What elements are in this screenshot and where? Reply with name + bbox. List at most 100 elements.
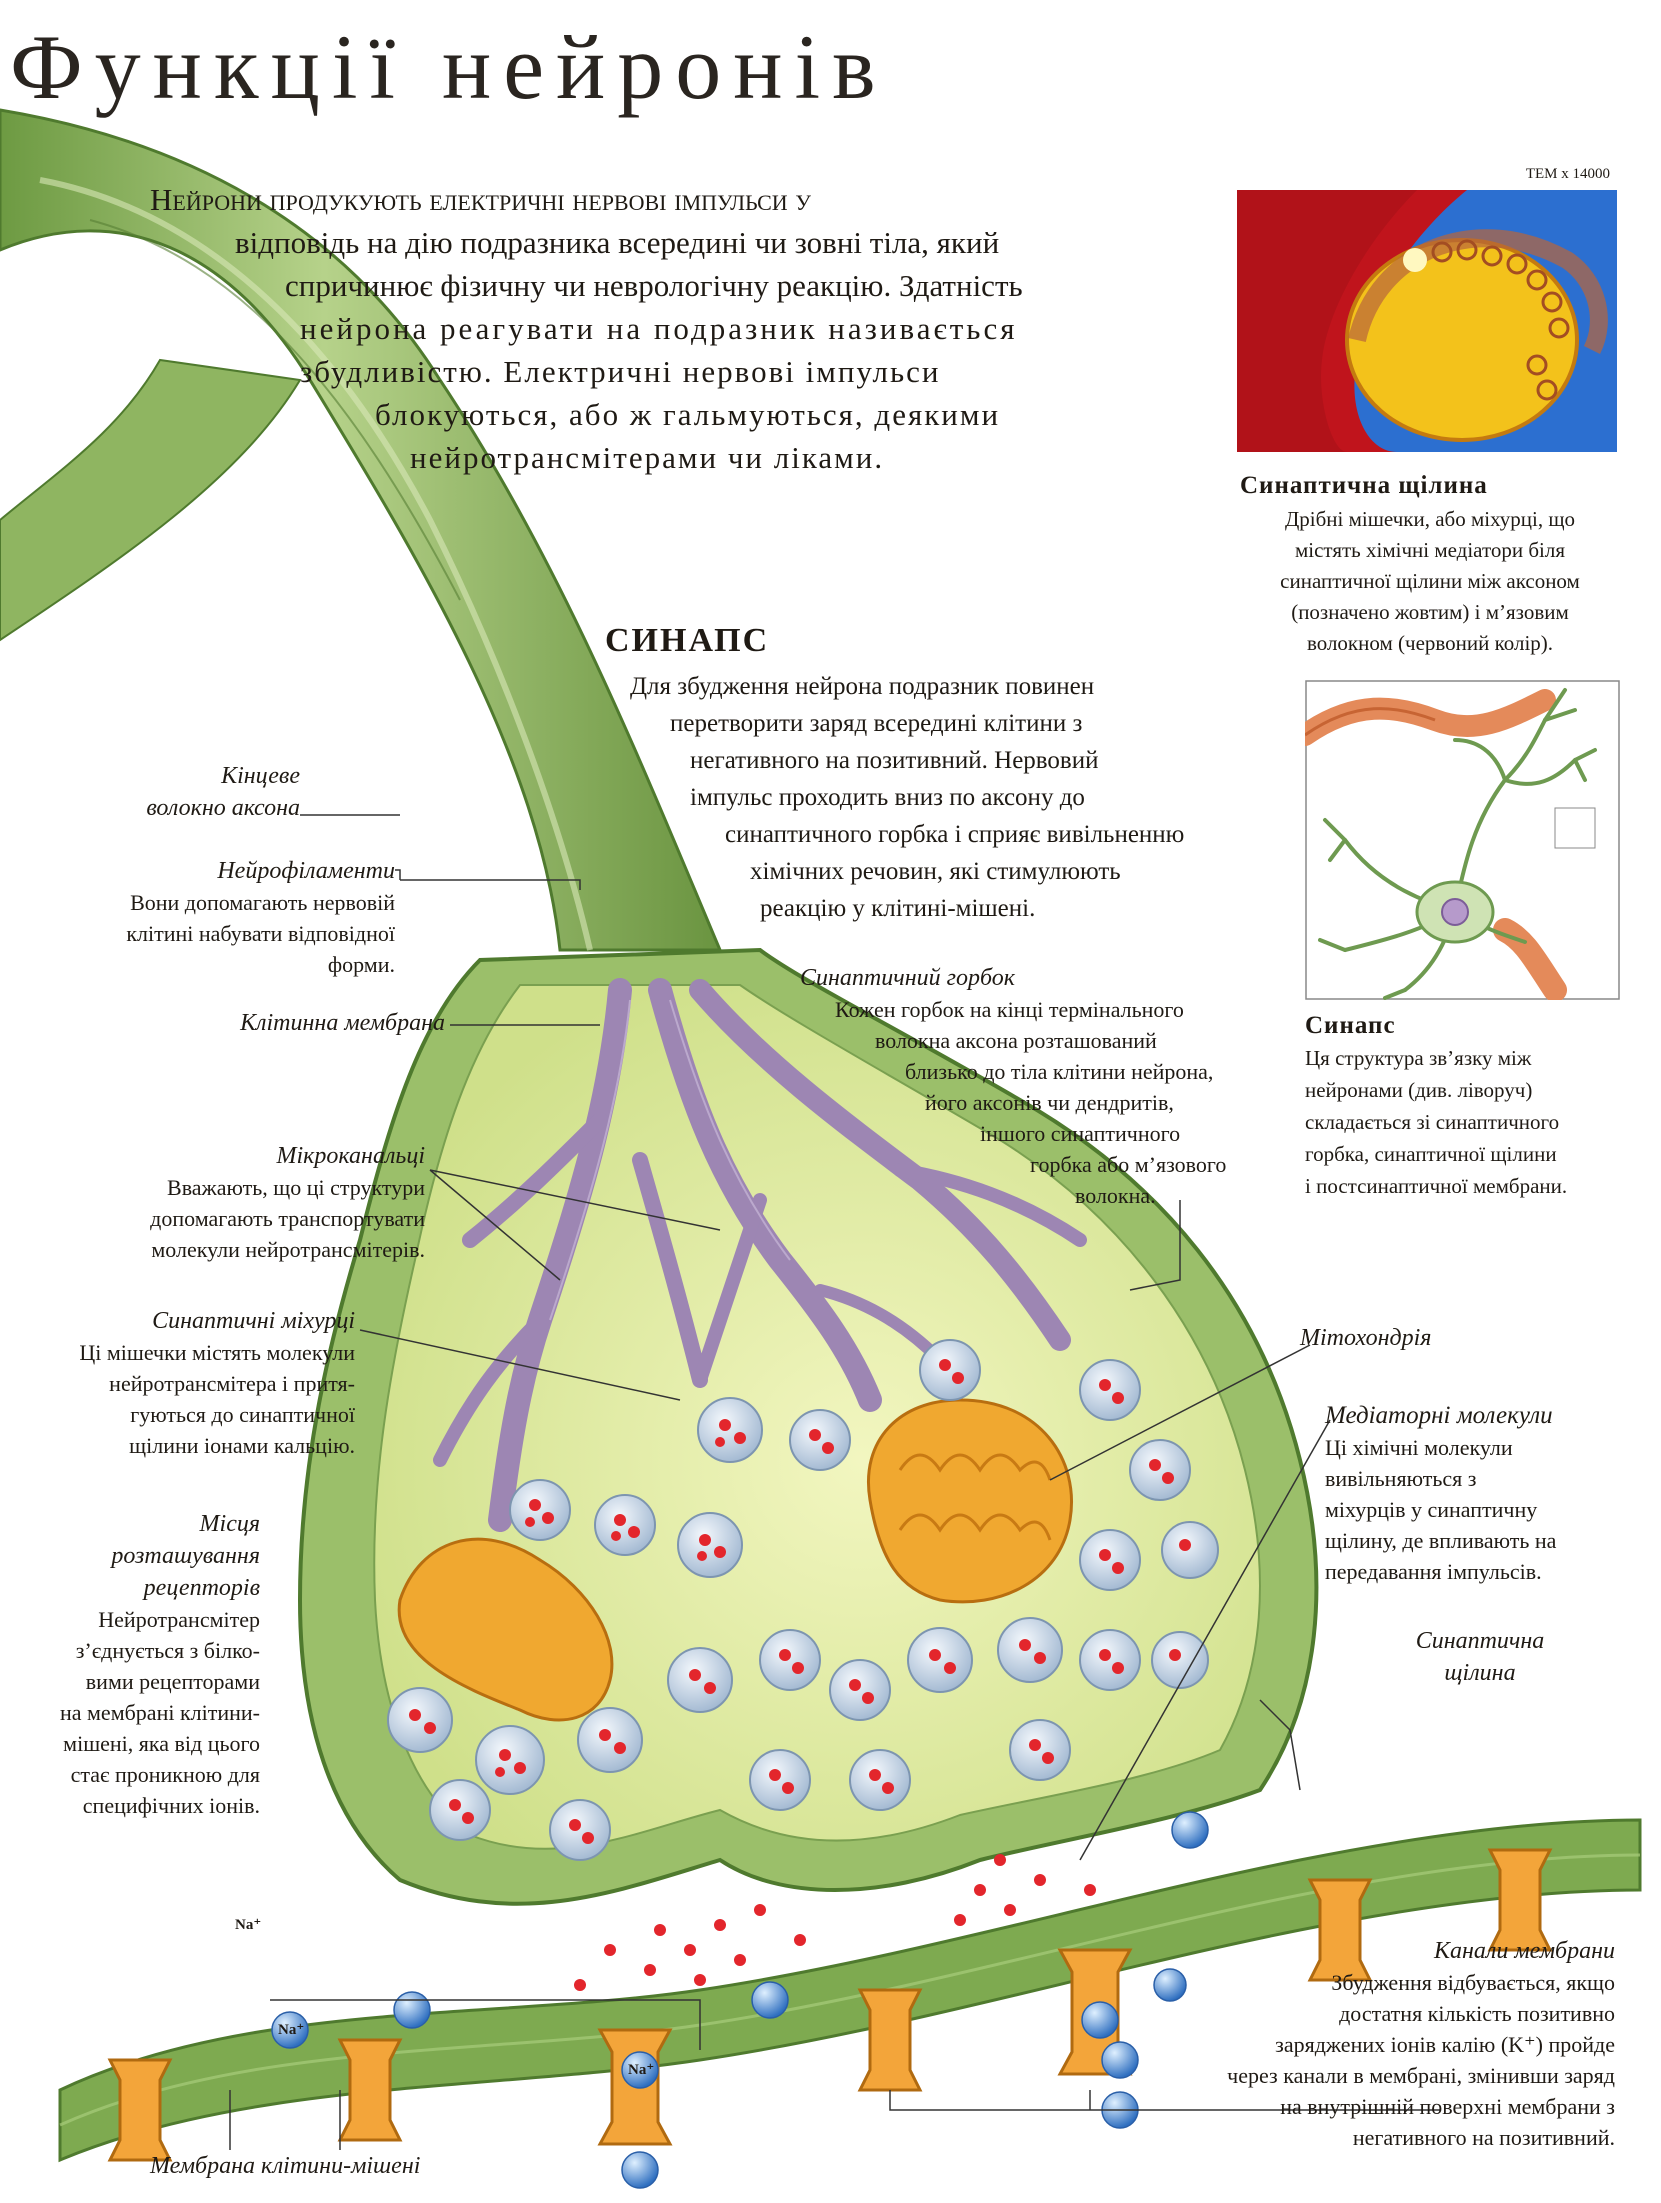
synapse-section-line: хімічних речовин, які стимулюють (750, 858, 1121, 885)
mediator-text: Ці хімічні молекули вивільняються з міху… (1325, 1432, 1635, 1587)
mediator-line: передавання імпульсів. (1325, 1559, 1542, 1584)
vesicles-title: Синаптичні міхурці (152, 1308, 355, 1334)
receptor-sites-line: вими рецепторами (85, 1669, 260, 1694)
cleft-caption-line: (позначено жовтим) і м’язовим (1291, 600, 1569, 624)
ion-label: Na⁺ (278, 2022, 305, 2038)
receptor-sites-text: Нейротрансмітер з’єднується з білко- вим… (30, 1604, 260, 1821)
bouton-line: волокна. (1075, 1183, 1156, 1208)
bouton-text: Кожен горбок на кінці термінального воло… (780, 994, 1260, 1211)
tem-magnification: ТЕМ х 14000 (1525, 166, 1610, 182)
mediator-line: щілину, де впливають на (1325, 1528, 1557, 1553)
synapse-section-text: Для збудження нейрона подразник повинен … (580, 668, 1280, 927)
synapse-caption-line: горбка, синаптичної щілини (1305, 1142, 1557, 1166)
microtubules-label: Мікроканальці Вважають, що ці структури … (60, 1140, 425, 1265)
synapse-caption-text: Ця структура зв’язку між нейронами (див.… (1305, 1042, 1625, 1202)
synapse-section-title: СИНАПС (605, 622, 770, 659)
intro-line: спричинює фізичну чи неврологічну реакці… (285, 268, 1023, 303)
neurofilaments-line: Вони допомагають нервовій (130, 890, 395, 915)
microtubules-title: Мікроканальці (276, 1143, 425, 1169)
synapse-section-line: імпульс проходить вниз по аксону до (690, 784, 1085, 811)
channels-title: Канали мембрани (1434, 1938, 1615, 1964)
bouton-title: Синаптичний горбок (800, 965, 1015, 991)
microtubules-text: Вважають, що ці структури допомагають тр… (60, 1172, 425, 1265)
mitochondrion-label: Мітохондрія (1300, 1325, 1432, 1351)
receptor-sites-label: Місця розташування рецепторів Нейротранс… (30, 1508, 260, 1821)
cell-membrane-label: Клітинна мембрана (240, 1010, 445, 1036)
terminal-fiber-label-line: волокно аксона (146, 795, 300, 821)
synaptic-vesicles-drawing (387, 1339, 1219, 1861)
ion-label: Na⁺ (628, 2062, 655, 2078)
cleft-caption-line: волокном (червоний колір). (1306, 631, 1554, 655)
bouton-line: його аксонів чи дендритів, (925, 1090, 1174, 1115)
neurofilaments-line: форми. (327, 952, 395, 977)
ions-drawing (271, 1811, 1209, 2189)
synapse-section-line: перетворити заряд всередині клітини з (670, 710, 1083, 737)
channels-text: Збудження відбувається, якщо достатня кі… (1150, 1967, 1615, 2153)
neuron-drawing (1305, 680, 1620, 1000)
receptor-sites-line: стає проникною для (70, 1762, 260, 1787)
synapse-caption-line: Ця структура зв’язку між (1305, 1046, 1532, 1070)
receptor-sites-line: Нейротрансмітер (98, 1607, 260, 1632)
bouton-label: Синаптичний горбок Кожен горбок на кінці… (780, 962, 1260, 1211)
mediator-line: вивільняються з (1325, 1466, 1477, 1491)
vesicles-text: Ці мішечки містять молекули нейротрансмі… (20, 1337, 355, 1461)
neurofilaments-line: клітині набувати відповідної (126, 921, 395, 946)
channels-label: Канали мембрани Збудження відбувається, … (1150, 1935, 1615, 2153)
neurofilaments-title: Нейрофіламенти (217, 858, 395, 884)
intro-line: відповідь на дію подразника всередині чи… (235, 225, 1000, 260)
terminal-fiber-label-line: Кінцеве (221, 763, 300, 789)
ion-label: Na⁺ (235, 1917, 262, 1933)
channels-line: Збудження відбувається, якщо (1331, 1970, 1615, 1995)
bouton-line: іншого синаптичного (980, 1121, 1181, 1146)
synapse-section-line: синаптичного горбка і сприяє вивільненню (725, 821, 1185, 848)
axon-shape (0, 108, 723, 952)
axon-branch (0, 358, 302, 642)
cleft-label: Синаптична щілина (1380, 1625, 1580, 1689)
synapse-caption-line: складається зі синаптичного (1305, 1110, 1560, 1134)
vesicles-line: Ці мішечки містять молекули (79, 1340, 355, 1365)
cleft-caption: Синаптична щілина Дрібні мішечки, або мі… (1240, 472, 1620, 659)
mediator-line: міхурців у синаптичну (1325, 1497, 1538, 1522)
vesicles-line: нейротрансмітера і притя- (109, 1371, 355, 1396)
receptor-sites-title-line: Місця (199, 1511, 260, 1537)
channels-line: через канали в мембрані, змінивши заряд (1227, 2063, 1615, 2088)
vesicles-line: гуються до синаптичної (130, 1402, 355, 1427)
tem-micrograph (1237, 190, 1617, 452)
mediator-line: Ці хімічні молекули (1325, 1435, 1513, 1460)
mitochondrion-drawing (397, 1398, 1073, 1722)
intro-line: блокуються, або ж гальмуються, деякими (375, 397, 1001, 432)
terminal-fiber-label: Кінцеве волокно аксона (60, 760, 300, 824)
channels-line: негативного на позитивний. (1352, 2125, 1615, 2150)
bouton-line: Кожен горбок на кінці термінального (835, 997, 1184, 1022)
cleft-caption-title: Синаптична щілина (1240, 472, 1488, 499)
cleft-label-line: Синаптична (1415, 1628, 1545, 1654)
microtubules-line: Вважають, що ці структури (167, 1175, 425, 1200)
intro-line: нейрона реагувати на подразник називаєть… (300, 311, 1018, 346)
bouton-line: волокна аксона розташований (875, 1028, 1157, 1053)
mediator-title: Медіаторні молекули (1325, 1402, 1553, 1429)
leader-lines (229, 814, 1440, 2150)
microtubules-line: допомагають транспортувати (150, 1206, 425, 1231)
channels-line: заряджених іонів калію (K⁺) пройде (1275, 2032, 1615, 2057)
receptor-sites-line: мішені, яка від цього (63, 1731, 260, 1756)
page-title: Функції нейронів (10, 14, 888, 120)
target-membrane-label: Мембрана клітини-мішені (150, 2153, 421, 2179)
neurofilaments-drawing (433, 978, 1087, 1532)
page-title-text: Функції нейронів (10, 16, 888, 118)
synapse-caption-line: і постсинаптичної мембрани. (1305, 1174, 1568, 1198)
synapse-caption: Синапс Ця структура зв’язку між нейронам… (1305, 1012, 1625, 1202)
mediator-label: Медіаторні молекули Ці хімічні молекули … (1325, 1400, 1635, 1587)
receptor-sites-line: з’єднується з білко- (75, 1638, 260, 1663)
bouton-line: горбка або м’язового (1030, 1152, 1227, 1177)
synapse-section-line: реакцію у клітині-мішені. (760, 895, 1036, 922)
channels-line: достатня кількість позитивно (1339, 2001, 1615, 2026)
receptor-sites-line: на мембрані клітини- (59, 1700, 260, 1725)
cleft-caption-text: Дрібні мішечки, або міхурці, що містять … (1240, 504, 1620, 659)
vesicles-line: щілини іонами кальцію. (129, 1433, 355, 1458)
neurofilaments-text: Вони допомагають нервовій клітині набува… (60, 887, 395, 980)
receptor-sites-title: Місця розташування рецепторів (30, 1508, 260, 1604)
intro-line: нейротрансмітерами чи ліками. (410, 440, 885, 475)
synapse-caption-title: Синапс (1305, 1012, 1396, 1039)
receptor-sites-title-line: розташування (111, 1543, 260, 1569)
